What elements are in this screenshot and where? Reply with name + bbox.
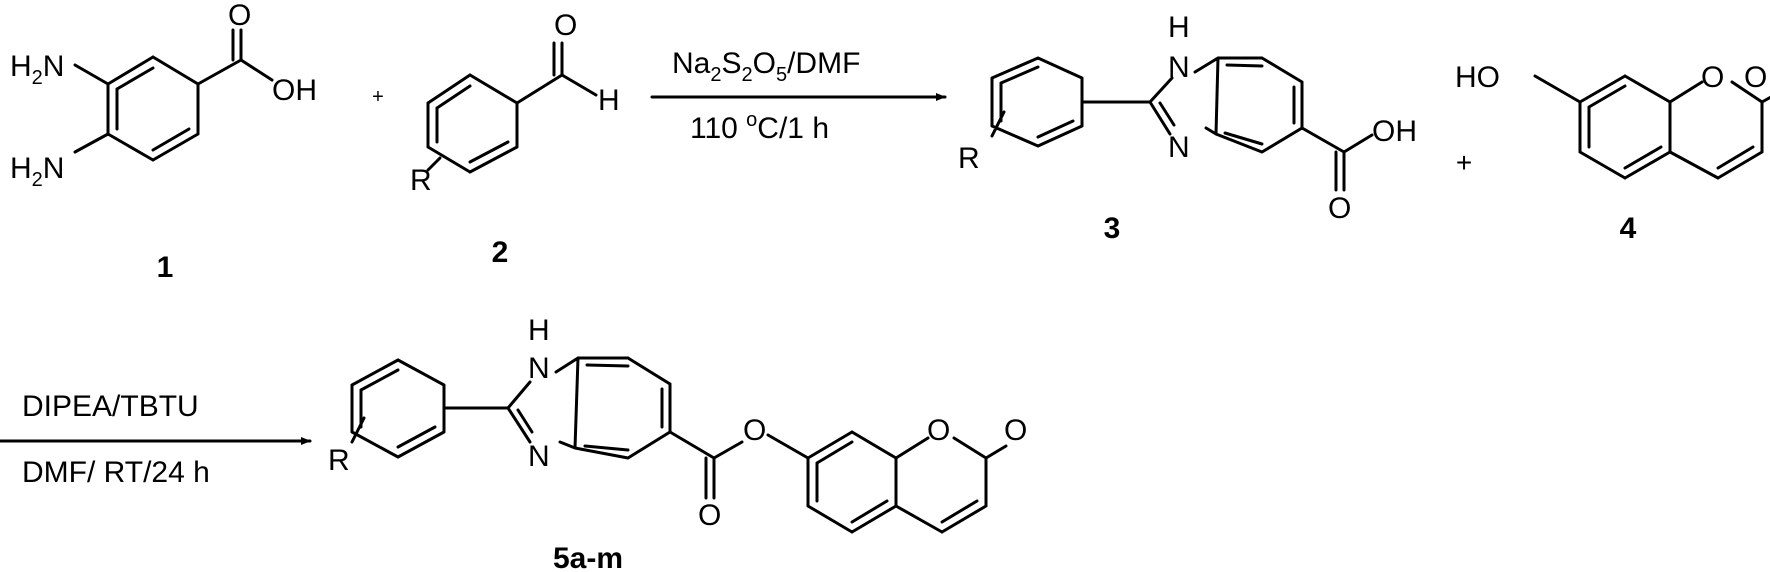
compound-5-label: 5a-m <box>553 542 623 572</box>
c1-nh2-bottom: H2N <box>10 152 64 191</box>
c2-r: R <box>410 164 432 197</box>
c3-r: R <box>958 142 980 175</box>
compound-2-bonds <box>426 41 598 174</box>
c2-h: H <box>598 84 620 117</box>
compound-1-label: 1 <box>157 251 174 284</box>
c5-nh-n: N <box>528 352 550 385</box>
step2-conditions: DMF/ RT/24 h <box>22 456 210 489</box>
compound-5-bonds <box>350 356 1008 534</box>
c5-carbonyl-o: O <box>1004 414 1027 447</box>
c4-ring-o: O <box>1701 61 1724 94</box>
compound-3-bonds <box>990 56 1374 192</box>
c5-ester-carbonyl-o: O <box>698 499 721 532</box>
compound-2: O H R 2 <box>410 9 620 269</box>
c1-carbonyl-o: O <box>228 0 251 32</box>
compound-1-bonds <box>73 28 274 162</box>
compound-4-bonds <box>1533 74 1770 180</box>
c2-carbonyl-o: O <box>554 9 577 42</box>
step1-conditions: 110 oC/1 h <box>690 109 829 145</box>
step1-reagents: Na2S2O5/DMF <box>672 47 860 86</box>
compound-3: H N N R OH O 3 <box>958 11 1417 245</box>
c1-nh2-top: H2N <box>10 50 64 89</box>
c3-n: N <box>1168 131 1190 164</box>
compound-4-label: 4 <box>1620 212 1637 245</box>
c5-r: R <box>328 444 350 477</box>
step2-reagents: DIPEA/TBTU <box>22 390 199 423</box>
c5-n: N <box>528 440 550 473</box>
c5-ring-o: O <box>927 414 950 447</box>
c3-nh-n: N <box>1168 51 1190 84</box>
reaction-step-2: DIPEA/TBTU DMF/ RT/24 h <box>0 390 312 489</box>
c3-carbonyl-o: O <box>1328 192 1351 225</box>
compound-4: HO O O 4 <box>1455 61 1770 245</box>
compound-2-label: 2 <box>492 236 509 269</box>
c5-nh-h: H <box>528 314 550 347</box>
c4-carbonyl-o: O <box>1744 61 1767 94</box>
c3-nh-h: H <box>1168 11 1190 44</box>
c3-oh: OH <box>1372 115 1417 148</box>
compound-1: H2N H2N O OH 1 <box>10 0 317 284</box>
reaction-step-1: Na2S2O5/DMF 110 oC/1 h <box>650 47 947 145</box>
c1-oh: OH <box>272 74 317 107</box>
compound-3-label: 3 <box>1104 212 1121 245</box>
plus-sign-2: + <box>1456 147 1472 178</box>
c5-ester-o: O <box>743 414 766 447</box>
c4-ho: HO <box>1455 61 1500 94</box>
compound-5: H N N R O O O O 5a-m <box>328 314 1027 572</box>
plus-sign-1: + <box>372 86 384 108</box>
